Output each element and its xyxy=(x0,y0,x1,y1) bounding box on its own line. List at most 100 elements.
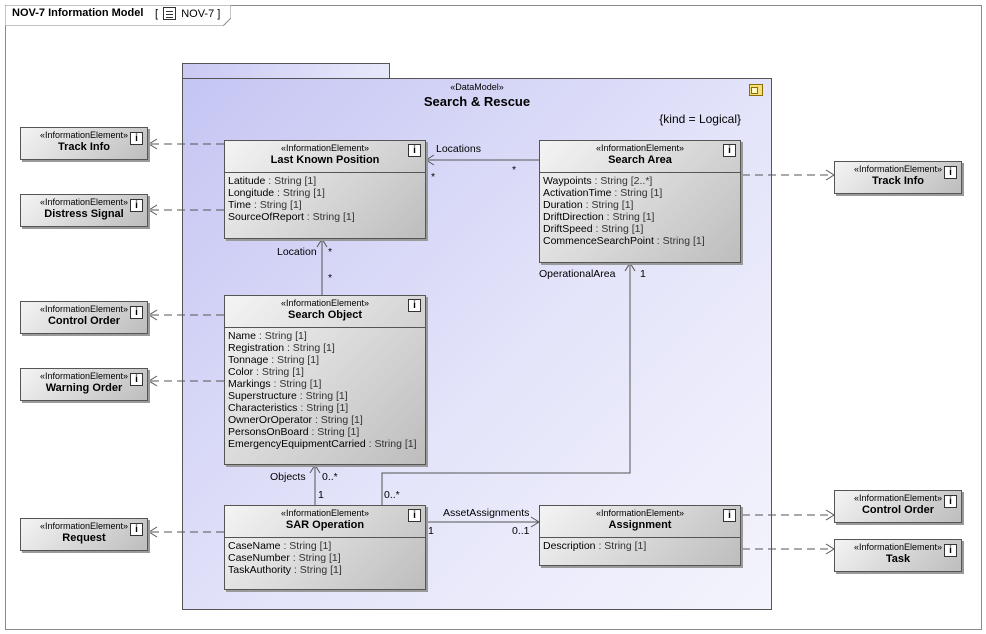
attribute-list: Waypoints : String [2..*] ActivationTime… xyxy=(540,173,740,249)
class-name: Search Area xyxy=(608,154,672,166)
attribute-row[interactable]: Duration : String [1] xyxy=(543,199,634,211)
role-asset-assignments: AssetAssignments xyxy=(443,507,530,519)
attribute-row[interactable]: Markings : String [1] xyxy=(228,378,322,390)
class-name: SAR Operation xyxy=(285,519,365,531)
element-stereotype: «InformationElement» xyxy=(853,164,943,174)
attribute-row[interactable]: OwnerOrOperator : String [1] xyxy=(228,414,363,426)
class-header: «InformationElement» SAR Operation i xyxy=(225,506,425,538)
role-locations: Locations xyxy=(436,143,481,155)
class-stereotype: «InformationElement» xyxy=(595,508,685,518)
mult-operational-area-target: 1 xyxy=(640,268,646,280)
arrowhead-objects xyxy=(309,464,321,474)
element-request[interactable]: «InformationElement» Request i xyxy=(20,518,148,551)
class-stereotype: «InformationElement» xyxy=(280,298,370,308)
info-icon[interactable]: i xyxy=(944,166,957,179)
class-assignment[interactable]: «InformationElement» Assignment i Descri… xyxy=(539,505,741,566)
attribute-row[interactable]: SourceOfReport : String [1] xyxy=(228,211,355,223)
attribute-row[interactable]: Color : String [1] xyxy=(228,366,304,378)
attribute-row[interactable]: Name : String [1] xyxy=(228,330,307,342)
attribute-row[interactable]: CommenceSearchPoint : String [1] xyxy=(543,235,705,247)
attribute-row[interactable]: Tonnage : String [1] xyxy=(228,354,320,366)
arrowhead-locations xyxy=(425,154,435,166)
element-stereotype: «InformationElement» xyxy=(853,493,943,503)
element-name: Distress Signal xyxy=(44,208,124,220)
arrowhead-operational-area xyxy=(624,262,636,272)
element-name: Control Order xyxy=(861,504,935,516)
class-header: «InformationElement» Search Area i xyxy=(540,141,740,173)
arrowhead-track-info-left xyxy=(148,138,158,150)
attribute-row[interactable]: Characteristics : String [1] xyxy=(228,402,349,414)
info-icon[interactable]: i xyxy=(130,132,143,145)
info-icon[interactable]: i xyxy=(130,523,143,536)
class-stereotype: «InformationElement» xyxy=(595,143,685,153)
info-icon[interactable]: i xyxy=(408,509,421,522)
role-location: Location xyxy=(277,246,317,258)
attribute-row[interactable]: DriftDirection : String [1] xyxy=(543,211,655,223)
info-icon[interactable]: i xyxy=(408,144,421,157)
attribute-row[interactable]: Time : String [1] xyxy=(228,199,302,211)
attribute-row[interactable]: Description : String [1] xyxy=(543,540,647,552)
element-task[interactable]: «InformationElement» Task i xyxy=(834,539,962,572)
element-track-info-left[interactable]: «InformationElement» Track Info i xyxy=(20,127,148,160)
mult-operational-area-source: 0..* xyxy=(384,489,400,501)
arrowhead-distress-signal xyxy=(148,204,158,216)
info-icon[interactable]: i xyxy=(130,199,143,212)
element-distress-signal[interactable]: «InformationElement» Distress Signal i xyxy=(20,194,148,227)
info-icon[interactable]: i xyxy=(944,544,957,557)
info-icon[interactable]: i xyxy=(130,373,143,386)
attribute-row[interactable]: CaseName : String [1] xyxy=(228,540,332,552)
info-icon[interactable]: i xyxy=(723,509,736,522)
element-stereotype: «InformationElement» xyxy=(39,371,129,381)
class-stereotype: «InformationElement» xyxy=(280,508,370,518)
role-objects: Objects xyxy=(270,471,306,483)
package-kind: {kind = Logical} xyxy=(659,112,741,126)
mult-locations-source: * xyxy=(431,171,436,183)
mult-objects-target: 0..* xyxy=(322,471,338,483)
element-track-info-right[interactable]: «InformationElement» Track Info i xyxy=(834,161,962,194)
class-search-area[interactable]: «InformationElement» Search Area i Waypo… xyxy=(539,140,741,263)
element-warning-order[interactable]: «InformationElement» Warning Order i xyxy=(20,368,148,401)
mult-location-source: * xyxy=(328,246,333,258)
class-last-known-position[interactable]: «InformationElement» Last Known Position… xyxy=(224,140,426,239)
element-name: Track Info xyxy=(58,141,110,153)
info-icon[interactable]: i xyxy=(723,144,736,157)
class-name: Assignment xyxy=(608,519,672,531)
class-header: «InformationElement» Search Object i xyxy=(225,296,425,328)
mult-objects-source: 1 xyxy=(318,489,324,501)
ref-close-bracket: ] xyxy=(217,8,221,20)
attribute-row[interactable]: DriftSpeed : String [1] xyxy=(543,223,644,235)
element-control-order-left[interactable]: «InformationElement» Control Order i xyxy=(20,301,148,334)
attribute-row[interactable]: PersonsOnBoard : String [1] xyxy=(228,426,360,438)
document-icon xyxy=(163,7,177,20)
attribute-row[interactable]: EmergencyEquipmentCarried : String [1] xyxy=(228,438,417,450)
element-control-order-right[interactable]: «InformationElement» Control Order i xyxy=(834,490,962,523)
mult-locations-target: * xyxy=(512,164,517,176)
attribute-row[interactable]: Latitude : String [1] xyxy=(228,175,317,187)
ref-label: NOV-7 xyxy=(181,8,215,20)
attribute-list: Name : String [1] Registration : String … xyxy=(225,328,425,452)
class-stereotype: «InformationElement» xyxy=(280,143,370,153)
attribute-row[interactable]: Waypoints : String [2..*] xyxy=(543,175,653,187)
association-operational-area xyxy=(381,263,631,505)
mult-asset-assignments-target: 0..1 xyxy=(512,525,530,537)
attribute-row[interactable]: Longitude : String [1] xyxy=(228,187,325,199)
class-sar-operation[interactable]: «InformationElement» SAR Operation i Cas… xyxy=(224,505,426,590)
info-icon[interactable]: i xyxy=(408,299,421,312)
element-name: Warning Order xyxy=(45,382,123,394)
package-icon xyxy=(749,84,763,96)
info-icon[interactable]: i xyxy=(130,306,143,319)
attribute-row[interactable]: CaseNumber : String [1] xyxy=(228,552,341,564)
attribute-row[interactable]: Superstructure : String [1] xyxy=(228,390,348,402)
diagram-reference[interactable]: [ NOV-7 ] xyxy=(155,7,220,20)
info-icon[interactable]: i xyxy=(944,495,957,508)
mult-asset-assignments-source: 1 xyxy=(428,525,434,537)
mult-location-target: * xyxy=(328,272,333,284)
arrowhead-control-order-left xyxy=(148,309,158,321)
package-stereotype: «DataModel» xyxy=(450,82,504,92)
attribute-row[interactable]: TaskAuthority : String [1] xyxy=(228,564,342,576)
attribute-row[interactable]: ActivationTime : String [1] xyxy=(543,187,663,199)
class-search-object[interactable]: «InformationElement» Search Object i Nam… xyxy=(224,295,426,465)
arrowhead-warning-order xyxy=(148,375,158,387)
attribute-row[interactable]: Registration : String [1] xyxy=(228,342,335,354)
